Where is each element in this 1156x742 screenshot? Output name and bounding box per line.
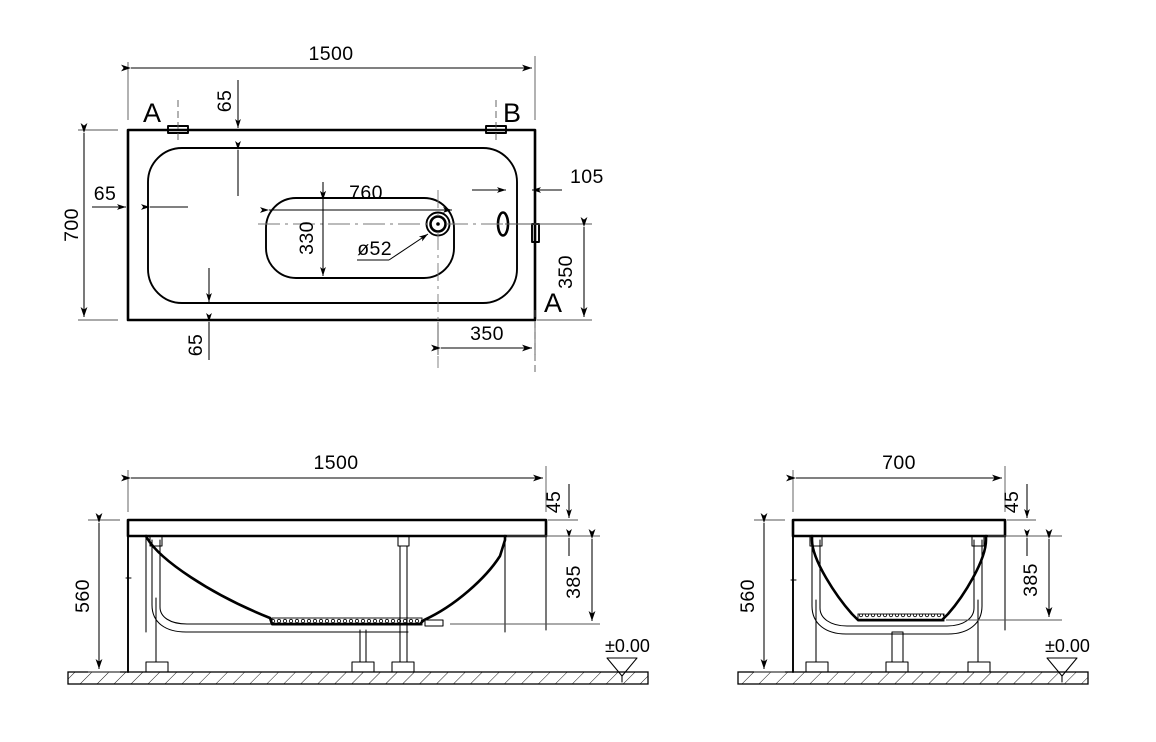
dim-plan-base-760: 760: [260, 182, 452, 213]
front-apron: [125, 535, 547, 673]
dim-label-plan-width: 700: [61, 208, 83, 242]
dim-label-plan-length: 1500: [309, 43, 354, 65]
dim-plan-rim-bottom-65: 65: [185, 268, 212, 360]
front-base-texture: [271, 617, 444, 627]
side-base-texture: [857, 613, 945, 622]
dim-label-overflow-offset: 105: [570, 166, 604, 188]
dim-label-side-width: 700: [882, 452, 916, 474]
front-elevation-group: 1500 560 45 385 ±0.00: [67, 452, 650, 685]
dim-side-width-700: 700: [786, 452, 1006, 512]
plan-outer-outline: [126, 128, 537, 322]
dim-plan-drain-side-350: 350: [505, 217, 592, 321]
dim-front-depth-385: 385: [450, 529, 600, 625]
dim-front-height-560: 560: [72, 513, 120, 673]
front-datum-symbol: ±0.00: [605, 636, 650, 683]
section-marker-a-right: A: [534, 288, 562, 372]
section-marker-a-top: A: [143, 98, 179, 144]
dim-plan-rim-top-65: 65: [214, 80, 241, 196]
section-label-a-right: A: [544, 288, 562, 318]
side-datum-symbol: ±0.00: [1045, 636, 1090, 683]
dim-label-front-depth: 385: [563, 565, 585, 599]
datum-label-side: ±0.00: [1045, 636, 1090, 656]
section-label-b-top: B: [503, 98, 521, 128]
dim-plan-base-330: 330: [296, 182, 326, 276]
dim-plan-drain-diameter: ø52: [357, 233, 429, 261]
dim-label-plan-rim-left: 65: [94, 183, 117, 205]
dim-side-depth-385: 385: [946, 529, 1062, 621]
dim-label-side-rim: 45: [1001, 491, 1023, 514]
side-apron: [790, 535, 1006, 673]
side-elevation-group: 700 560 45 385 ±0.00: [737, 452, 1090, 685]
front-support-frame: [149, 535, 410, 663]
plan-bowl-base: [265, 197, 455, 279]
dim-label-plan-base-width: 330: [296, 221, 318, 255]
dim-label-plan-rim-top: 65: [214, 90, 236, 113]
front-ground-line: [67, 671, 649, 685]
plan-view-group: 1500 700 65 65 65 76: [61, 43, 604, 372]
dim-side-height-560: 560: [737, 513, 785, 673]
dim-plan-width-700: 700: [61, 123, 118, 321]
front-feet: [145, 661, 415, 673]
section-label-a-top: A: [143, 98, 161, 128]
dim-label-side-height: 560: [737, 579, 759, 613]
dim-label-drain-from-side: 350: [555, 255, 577, 289]
dim-label-plan-base-length: 760: [349, 182, 383, 204]
dim-label-side-depth: 385: [1020, 563, 1042, 597]
dim-label-drain-from-end: 350: [470, 323, 504, 345]
plan-bowl-rim: [147, 147, 518, 304]
dim-label-front-rim: 45: [543, 491, 565, 514]
dim-label-front-length: 1500: [314, 452, 359, 474]
dim-plan-length-1500: 1500: [121, 43, 536, 120]
section-marker-b-top: B: [495, 98, 521, 144]
side-support-frame: [809, 535, 985, 663]
dim-plan-rim-left-65: 65: [92, 183, 188, 210]
dim-label-front-height: 560: [72, 579, 94, 613]
dim-plan-overflow-105: 105: [472, 166, 604, 193]
dim-label-drain-diameter: ø52: [357, 238, 392, 260]
dim-front-length-1500: 1500: [121, 452, 547, 512]
datum-label-front: ±0.00: [605, 636, 650, 656]
side-feet: [805, 661, 991, 673]
dim-label-plan-rim-bottom: 65: [185, 334, 207, 357]
side-ground-line: [737, 671, 1089, 685]
